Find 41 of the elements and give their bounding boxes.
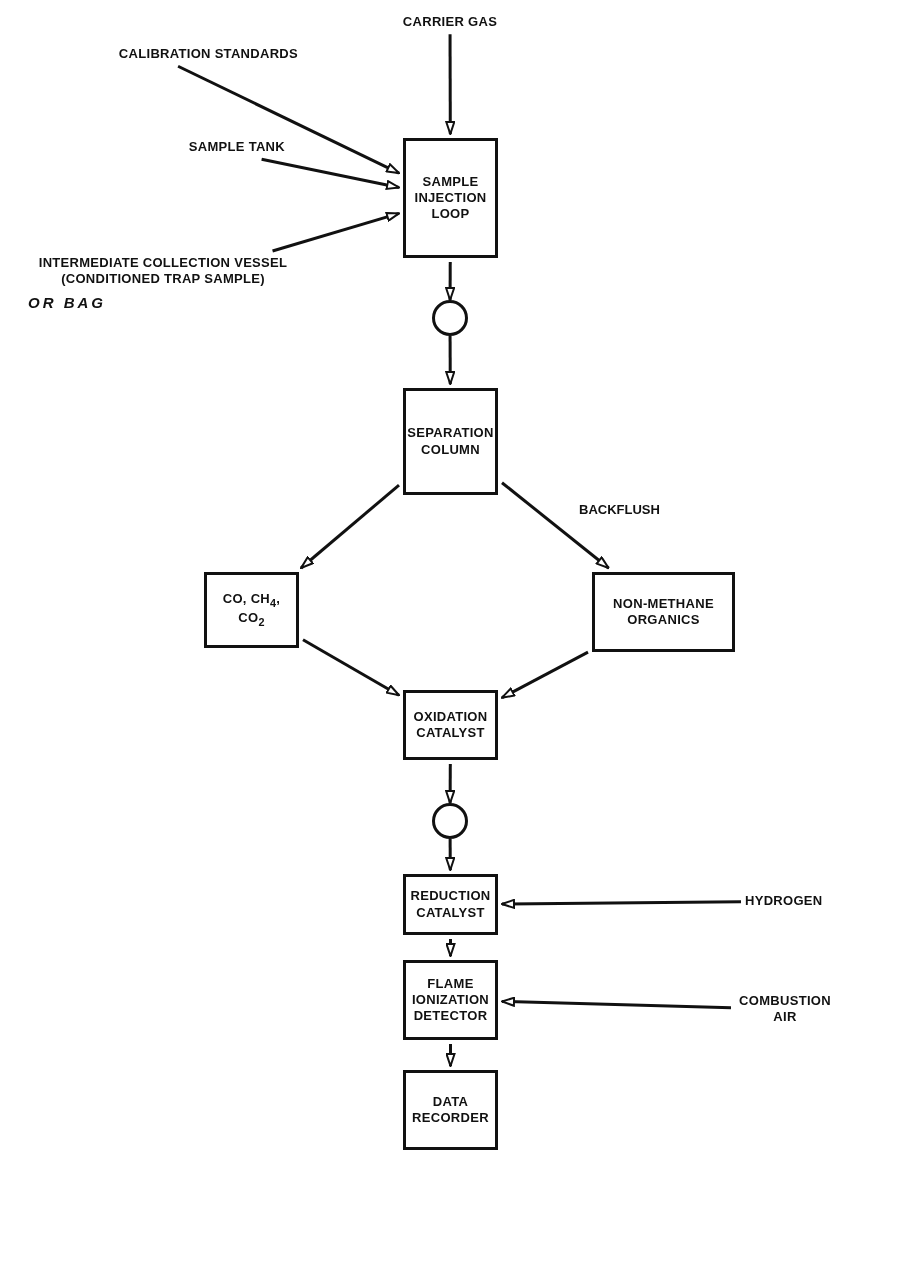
input-label: INTERMEDIATE COLLECTION VESSEL (CONDITIONED TRAP SAMPLE) xyxy=(37,255,289,288)
process-box xyxy=(403,388,498,495)
input-label: COMBUSTION AIR xyxy=(738,993,832,1026)
flow-arrow xyxy=(501,996,732,1010)
junction-circle xyxy=(432,803,468,839)
input-label: CARRIER GAS xyxy=(402,14,498,31)
process-box xyxy=(403,874,498,935)
flow-arrow xyxy=(261,157,400,190)
flow-arrow xyxy=(501,481,610,570)
process-box xyxy=(592,572,735,652)
process-box xyxy=(403,690,498,760)
process-box xyxy=(403,1070,498,1150)
input-label: CALIBRATION STANDARDS xyxy=(118,46,298,63)
flow-arrow xyxy=(445,336,456,385)
input-label: HYDROGEN xyxy=(745,893,823,910)
flow-arrow xyxy=(300,483,400,570)
flow-arrow xyxy=(445,1044,456,1067)
box-label: FLAME IONIZATION DETECTOR xyxy=(410,975,491,1025)
input-label: SAMPLE TANK xyxy=(188,139,285,156)
box-label: NON-METHANE ORGANICS xyxy=(612,595,715,629)
handwritten-note: OR BAG xyxy=(28,293,106,313)
process-box xyxy=(403,138,498,258)
flow-arrow xyxy=(302,638,400,697)
process-box xyxy=(204,572,299,648)
box-label: CO, CH$_{4}$, CO$_{2}$ xyxy=(221,590,282,630)
flow-arrow xyxy=(445,939,456,957)
box-label: SAMPLE INJECTION LOOP xyxy=(413,173,488,223)
flow-arrow xyxy=(445,839,456,871)
box-label: DATA RECORDER xyxy=(411,1093,490,1127)
box-label: REDUCTION CATALYST xyxy=(410,888,491,921)
box-label: SEPARATION COLUMN xyxy=(407,425,494,458)
flow-arrow xyxy=(501,650,589,699)
box-label: OXIDATION CATALYST xyxy=(412,708,489,742)
flow-arrow xyxy=(272,211,400,253)
flow-arrow xyxy=(177,64,400,175)
process-box xyxy=(403,960,498,1040)
flow-arrow xyxy=(445,262,456,301)
flow-arrow xyxy=(445,764,456,804)
flow-arrow xyxy=(501,898,741,909)
flow-arrow xyxy=(445,34,456,135)
junction-circle xyxy=(432,300,468,336)
